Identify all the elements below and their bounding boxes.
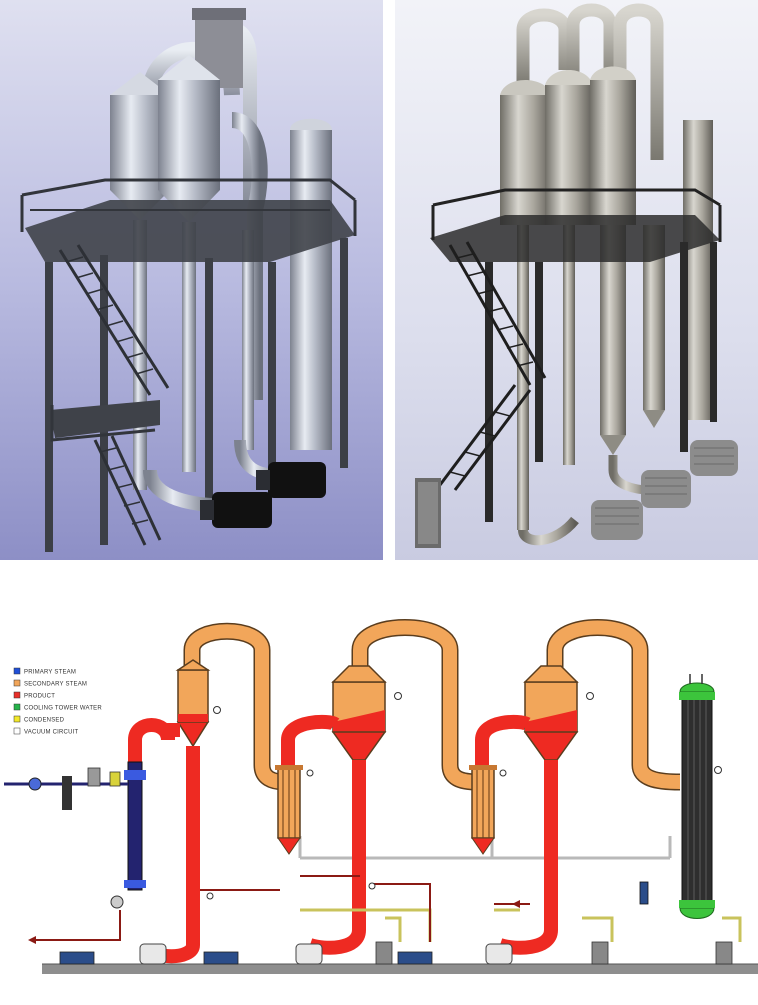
secondary-steam-lines <box>183 619 681 791</box>
legend-item: PRIMARY STEAM <box>13 667 76 676</box>
process-schematic: PRIMARY STEAM SECONDARY STEAM PRODUCT CO… <box>0 600 758 1000</box>
product-inlet-arrow <box>512 900 520 908</box>
legend-swatch-vacuum-circuit <box>13 727 21 735</box>
pumps <box>59 941 733 965</box>
primary-steam-inlet <box>4 767 128 810</box>
evaporator-render-left <box>0 0 383 560</box>
separator-1 <box>175 659 211 748</box>
product-outlet-arrow <box>28 936 36 944</box>
evaporator-3 <box>469 765 497 855</box>
legend: PRIMARY STEAM SECONDARY STEAM PRODUCT CO… <box>13 667 102 736</box>
legend-item: CONDENSED <box>13 715 65 724</box>
legend-item: SECONDARY STEAM <box>13 679 87 688</box>
legend-label: PRODUCT <box>24 694 55 700</box>
legend-label: PRIMARY STEAM <box>24 670 76 676</box>
legend-swatch-primary-steam <box>13 667 21 675</box>
valve <box>110 895 124 909</box>
ground-frame <box>42 964 758 974</box>
vacuum-pump <box>639 881 649 905</box>
legend-swatch-product <box>13 691 21 699</box>
legend-label: COOLING TOWER WATER <box>24 706 102 712</box>
legend-label: VACUUM CIRCUIT <box>24 730 78 736</box>
evaporator-1 <box>124 761 146 891</box>
process-schematic-svg: PRIMARY STEAM SECONDARY STEAM PRODUCT CO… <box>4 619 758 974</box>
evaporator-render-left-art <box>0 0 383 560</box>
legend-item: COOLING TOWER WATER <box>13 703 102 712</box>
legend-item: PRODUCT <box>13 691 55 700</box>
legend-swatch-condensed <box>13 715 21 723</box>
separator-3 <box>523 665 579 761</box>
product-transfer-lines <box>30 875 530 942</box>
legend-item: VACUUM CIRCUIT <box>13 727 78 736</box>
legend-label: SECONDARY STEAM <box>24 682 87 688</box>
evaporator-2 <box>275 765 303 855</box>
legend-swatch-cooling-tower-water <box>13 703 21 711</box>
legend-swatch-secondary-steam <box>13 679 21 687</box>
evaporator-render-right-art <box>395 0 758 560</box>
gauges <box>206 692 722 900</box>
legend-label: CONDENSED <box>24 718 65 724</box>
condenser <box>679 674 715 919</box>
evaporator-render-right <box>395 0 758 560</box>
separator-2 <box>331 665 387 761</box>
